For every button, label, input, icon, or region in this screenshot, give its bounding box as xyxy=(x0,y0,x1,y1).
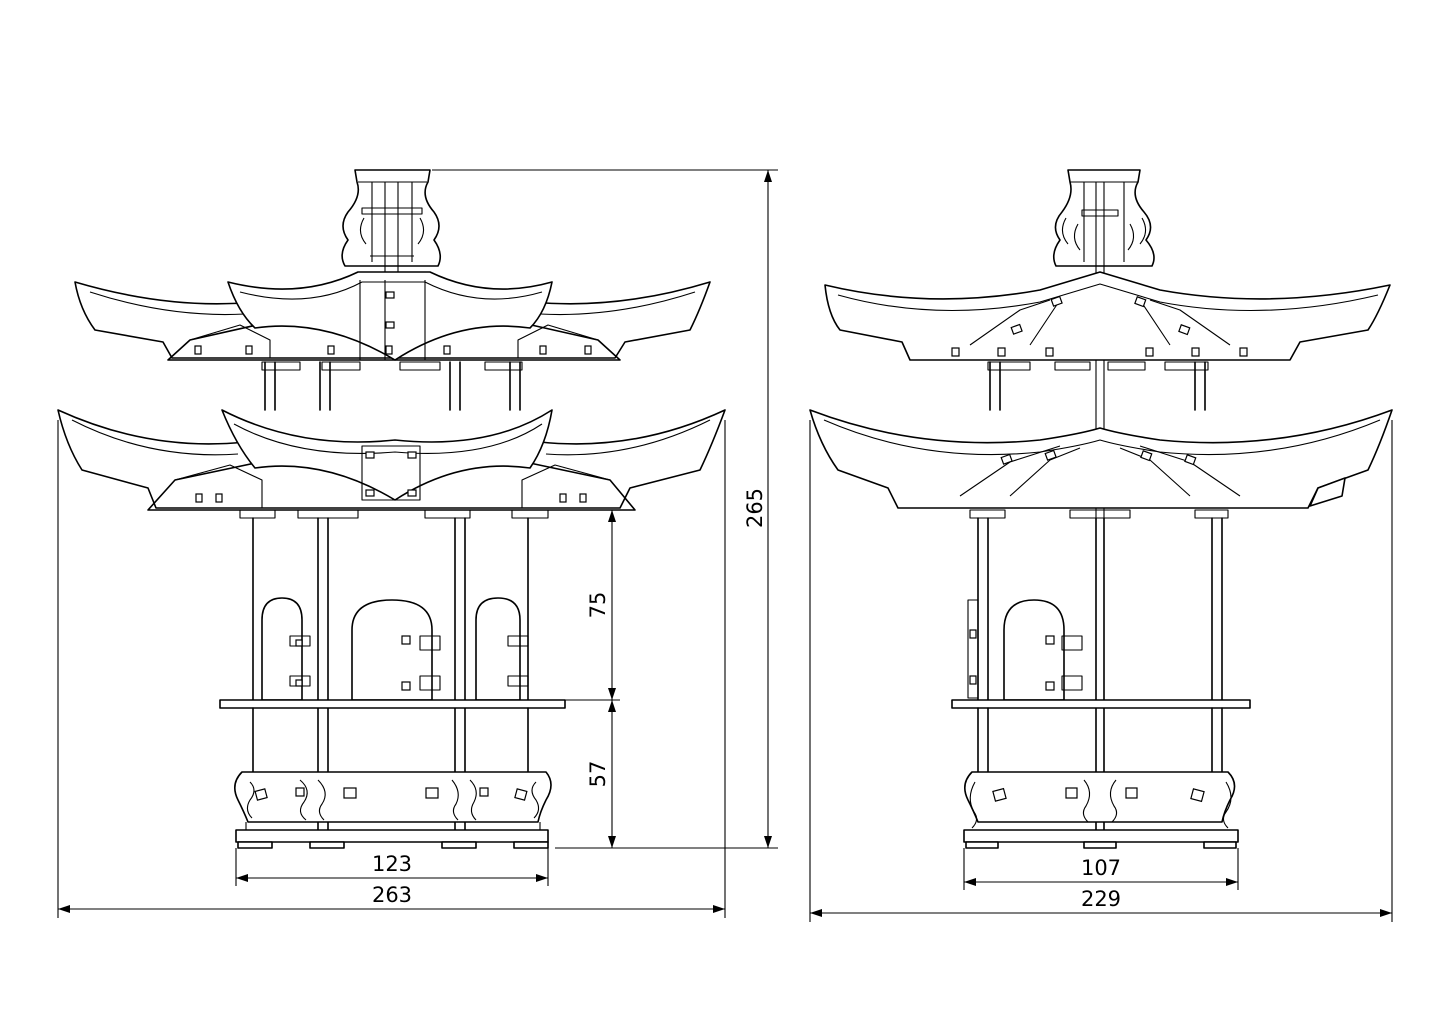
dim-upper-section-height: 75 xyxy=(586,592,610,619)
side-upper-roof xyxy=(824,271,1391,361)
front-lower-roof xyxy=(57,409,726,511)
dimension-labels: 265 75 57 123 263 107 229 xyxy=(372,488,1121,911)
front-base xyxy=(234,771,552,849)
dim-side-base-width: 107 xyxy=(1081,856,1121,880)
side-base xyxy=(963,771,1239,849)
side-lower-body xyxy=(951,509,1251,836)
dim-side-overall-width: 229 xyxy=(1081,887,1121,911)
side-view-pagoda xyxy=(809,169,1393,849)
dim-front-overall-width: 263 xyxy=(372,883,412,907)
dim-lower-section-height: 57 xyxy=(586,761,610,788)
side-middle-columns xyxy=(987,361,1209,411)
dim-front-base-width: 123 xyxy=(372,852,412,876)
dim-overall-height: 265 xyxy=(743,488,767,528)
front-finial xyxy=(341,169,442,280)
dimension-lines xyxy=(57,169,1393,922)
front-lower-body xyxy=(219,509,566,836)
side-lower-roof xyxy=(809,409,1393,509)
front-upper-roof xyxy=(74,271,711,361)
front-view-pagoda xyxy=(57,169,726,849)
front-middle-columns xyxy=(261,361,523,411)
